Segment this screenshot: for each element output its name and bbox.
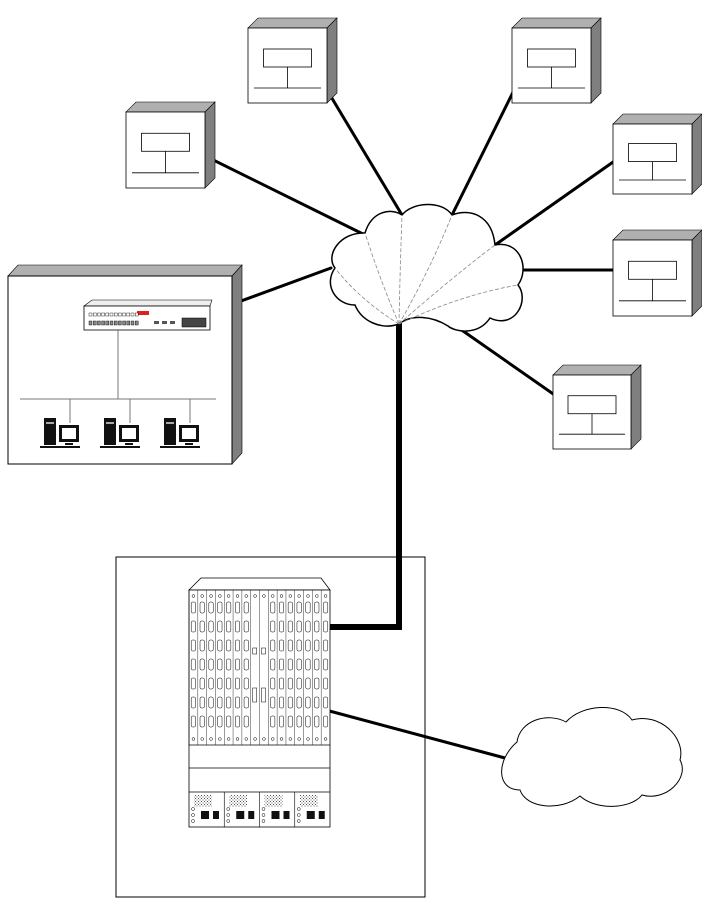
monitor-screen — [122, 428, 136, 439]
tower-drive — [46, 422, 54, 424]
site-4[interactable] — [613, 114, 702, 194]
switch-port — [106, 321, 109, 325]
box-top-face — [126, 102, 215, 112]
switch-port — [118, 321, 121, 325]
switch-port — [110, 313, 113, 316]
link-core-trunk — [322, 323, 399, 627]
psu-switch — [248, 811, 254, 819]
keyboard-icon — [40, 446, 80, 448]
psu-vent — [194, 795, 212, 807]
psu-switch — [201, 811, 209, 819]
tower-drive — [106, 422, 114, 424]
box-side-face — [631, 365, 641, 449]
link-site-4 — [495, 148, 633, 245]
switch-port — [135, 321, 138, 325]
external-cloud[interactable] — [502, 707, 683, 806]
switch-port — [102, 313, 105, 316]
switch-port — [93, 313, 96, 316]
psu-switch — [236, 811, 244, 819]
device-icon — [264, 49, 312, 67]
box-top-face — [248, 18, 337, 28]
link-external-cloud — [322, 709, 505, 758]
device-icon — [528, 49, 576, 67]
box-side-face — [692, 114, 702, 194]
keyboard-icon — [100, 446, 140, 448]
tower-drive — [166, 422, 174, 424]
monitor-screen — [62, 428, 76, 439]
box-side-face — [591, 18, 601, 103]
switch-port — [106, 313, 109, 316]
switch-port — [114, 313, 117, 316]
psu-vent — [229, 795, 247, 807]
switch-port — [123, 313, 126, 316]
site-2[interactable] — [248, 18, 337, 103]
switch-port — [123, 321, 126, 325]
box-top-face — [613, 230, 702, 240]
rack-switch-uplink-ports — [182, 318, 206, 327]
device-icon — [142, 133, 190, 151]
wan-cloud[interactable] — [330, 204, 523, 331]
site-6[interactable] — [553, 365, 641, 449]
chassis-top-hood — [189, 578, 330, 590]
switch-port — [89, 321, 92, 325]
rack-switch-top — [84, 300, 212, 306]
box-side-face — [327, 18, 337, 103]
box-top-face — [553, 365, 641, 375]
device-icon — [629, 144, 677, 162]
box-side-face — [205, 102, 215, 188]
switch-port — [110, 321, 113, 325]
psu-switch — [307, 811, 315, 819]
psu-switch — [213, 811, 219, 819]
monitor-stand — [185, 443, 193, 445]
monitor-screen — [182, 428, 196, 439]
link-site-6 — [453, 324, 569, 405]
site-5[interactable] — [613, 230, 702, 316]
site-3[interactable] — [512, 18, 601, 103]
monitor-stand — [65, 443, 73, 445]
core-site[interactable] — [116, 557, 425, 897]
switch-port — [97, 313, 100, 316]
switch-port — [127, 313, 130, 316]
psu-vent — [265, 795, 283, 807]
keyboard-icon — [160, 446, 200, 448]
psu-switch — [272, 811, 280, 819]
switch-port — [102, 321, 105, 325]
rack-switch[interactable] — [84, 300, 212, 330]
switch-led — [170, 321, 175, 324]
core-chassis[interactable] — [189, 578, 330, 827]
external-cloud-outline — [502, 707, 683, 806]
switch-port — [114, 321, 117, 325]
branch-office-side-face — [232, 265, 242, 464]
rack-switch-indicator — [137, 311, 149, 315]
branch-office[interactable] — [8, 265, 242, 464]
device-icon — [568, 396, 616, 414]
branch-office-top-face — [8, 265, 242, 276]
box-top-face — [613, 114, 702, 124]
monitor-stand — [125, 443, 133, 445]
site-1[interactable] — [126, 102, 215, 188]
psu-switch — [284, 811, 290, 819]
box-side-face — [692, 230, 702, 316]
box-top-face — [512, 18, 601, 28]
switch-led — [154, 321, 159, 324]
device-icon — [629, 261, 677, 279]
switch-port — [135, 313, 138, 316]
psu-vent — [300, 795, 318, 807]
switch-port — [131, 313, 134, 316]
switch-port — [93, 321, 96, 325]
switch-led — [162, 321, 167, 324]
switch-port — [89, 313, 92, 316]
psu-switch — [319, 811, 325, 819]
switch-port — [118, 313, 121, 316]
switch-port — [131, 321, 134, 325]
switch-port — [127, 321, 130, 325]
switch-port — [97, 321, 100, 325]
